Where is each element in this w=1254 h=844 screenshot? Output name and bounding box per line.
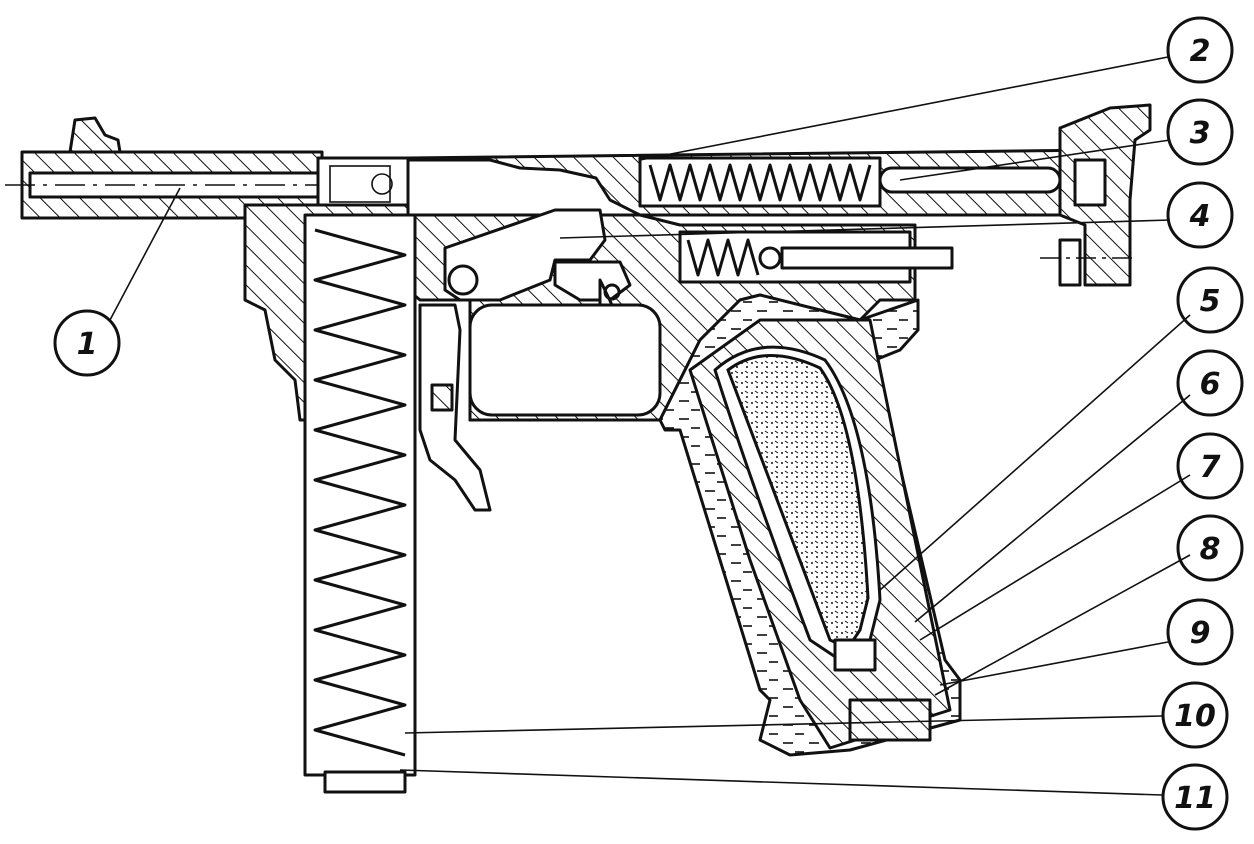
recoil-spring — [648, 163, 1062, 202]
callout-9-label: 9 — [1190, 616, 1211, 651]
callout-5: 5 — [1176, 266, 1244, 334]
callout-10: 10 — [1161, 681, 1229, 749]
barrel — [5, 116, 410, 220]
callout-6: 6 — [1176, 349, 1244, 417]
grip — [468, 293, 962, 757]
callout-7: 7 — [1176, 432, 1244, 500]
callout-4-label: 4 — [1189, 199, 1211, 234]
callout-8-label: 8 — [1200, 532, 1221, 567]
callout-3: 3 — [1166, 98, 1234, 166]
magazine-catch — [418, 303, 492, 512]
callout-10-label: 10 — [1174, 699, 1216, 734]
callout-2-label: 2 — [1190, 34, 1211, 69]
callout-11: 11 — [1161, 763, 1229, 831]
magazine — [303, 213, 417, 794]
valve-spring — [686, 238, 954, 277]
trigger-guard-window — [468, 303, 662, 417]
callout-2: 2 — [1166, 16, 1234, 84]
callout-9: 9 — [1166, 598, 1234, 666]
callout-6-label: 6 — [1200, 367, 1221, 402]
callout-1-label: 1 — [77, 327, 98, 362]
callout-11-label: 11 — [1174, 781, 1216, 816]
callout-5-label: 5 — [1200, 284, 1221, 319]
callout-1: 1 — [53, 309, 121, 377]
callout-7-label: 7 — [1200, 450, 1221, 485]
callout-8: 8 — [1176, 514, 1244, 582]
leader-lines — [109, 56, 1191, 796]
callout-4: 4 — [1166, 181, 1234, 249]
callout-3-label: 3 — [1190, 116, 1211, 151]
